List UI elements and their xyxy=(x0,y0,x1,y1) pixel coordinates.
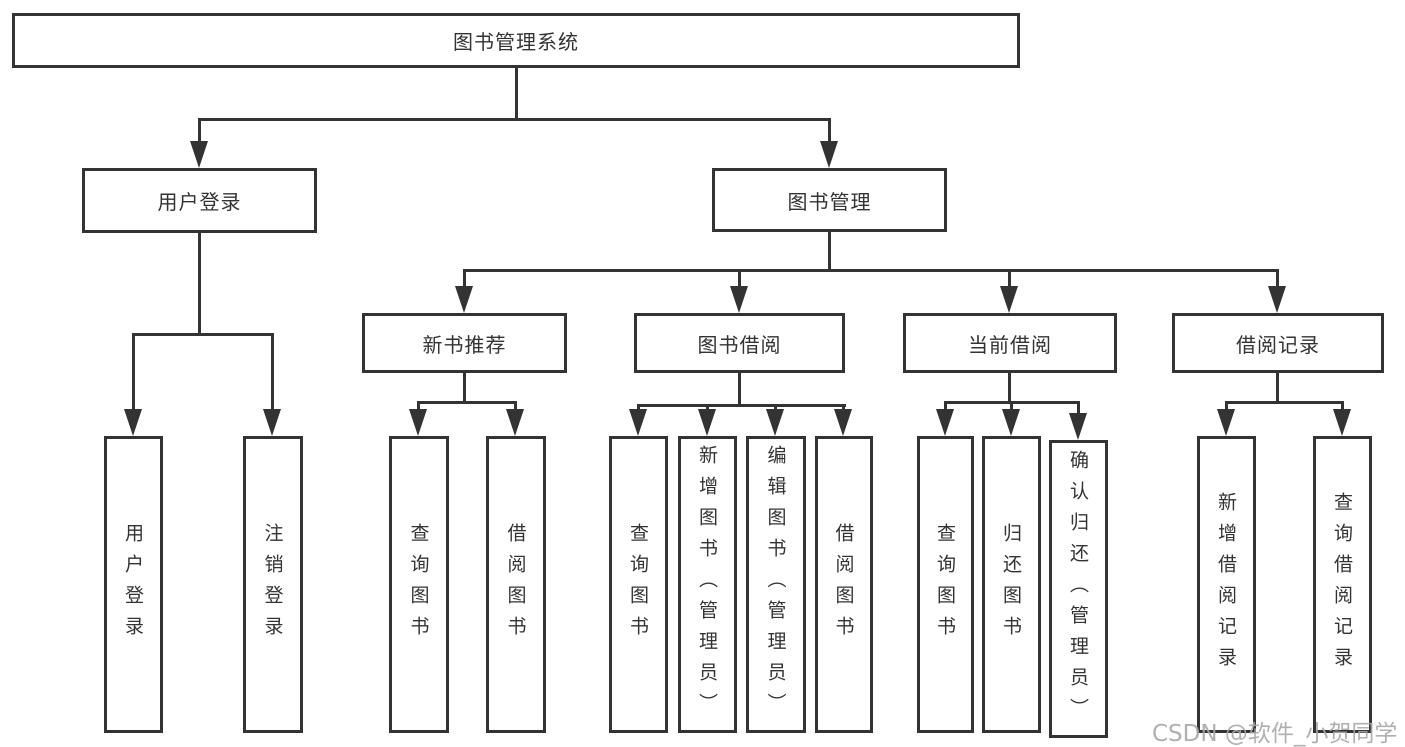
connector-segment xyxy=(944,401,947,410)
connector-segment xyxy=(463,269,466,287)
csdn-watermark: CSDN @软件_小贺同学 xyxy=(1152,721,1398,747)
node-system-root: 图书管理系统 xyxy=(12,13,1020,68)
connector-segment xyxy=(1008,373,1011,404)
leaf-label: 归还图书 xyxy=(1000,522,1022,647)
connector-segment xyxy=(774,404,777,410)
arrowhead-down-icon xyxy=(455,286,473,313)
leaf-label: 注销登录 xyxy=(261,522,284,647)
connector-segment xyxy=(1225,401,1228,410)
connector-segment xyxy=(198,118,201,142)
arrowhead-down-icon xyxy=(124,409,142,436)
node-new-book-recommend: 新书推荐 xyxy=(362,313,567,373)
leaf-label: 编辑图书（管理员） xyxy=(764,445,787,724)
leaf-logout: 注销登录 xyxy=(243,436,303,733)
leaf-label: 借阅图书 xyxy=(504,522,527,647)
leaf-label: 查询图书 xyxy=(934,522,956,647)
arrowhead-down-icon xyxy=(834,409,852,436)
node-book-borrow: 图书借阅 xyxy=(634,313,845,373)
arrowhead-down-icon xyxy=(1333,409,1351,436)
connector-segment xyxy=(1077,401,1080,413)
arrowhead-down-icon xyxy=(698,409,716,436)
arrowhead-down-icon xyxy=(766,409,784,436)
leaf-confirm-return-admin: 确认归还（管理员） xyxy=(1049,440,1108,738)
connector-segment xyxy=(1276,373,1279,404)
connector-segment xyxy=(738,373,741,407)
leaf-borrow-books: 借阅图书 xyxy=(815,436,873,733)
leaf-query-books-current: 查询图书 xyxy=(917,436,974,733)
leaf-borrow-books-recommend: 借阅图书 xyxy=(486,436,546,733)
connector-segment xyxy=(198,233,201,336)
connector-segment xyxy=(1225,401,1344,404)
arrowhead-down-icon xyxy=(1069,413,1087,440)
leaf-label: 新增借阅记录 xyxy=(1215,491,1237,678)
arrowhead-down-icon xyxy=(409,409,427,436)
leaf-user-login: 用户登录 xyxy=(104,436,163,733)
node-current-borrow: 当前借阅 xyxy=(903,313,1117,373)
leaf-edit-book-admin: 编辑图书（管理员） xyxy=(746,436,806,733)
connector-segment xyxy=(417,401,420,410)
connector-segment xyxy=(842,404,845,410)
connector-segment xyxy=(1276,269,1279,287)
leaf-query-books-borrow: 查询图书 xyxy=(609,436,668,733)
leaf-label: 用户登录 xyxy=(122,522,144,647)
arrowhead-down-icon xyxy=(1268,286,1286,313)
connector-segment xyxy=(828,118,831,142)
leaf-return-books: 归还图书 xyxy=(982,436,1041,733)
connector-segment xyxy=(637,404,640,410)
arrowhead-down-icon xyxy=(730,286,748,313)
arrowhead-down-icon xyxy=(820,141,838,168)
leaf-label: 确认归还（管理员） xyxy=(1067,449,1089,729)
connector-segment xyxy=(1341,401,1344,410)
arrowhead-down-icon xyxy=(1217,409,1235,436)
node-book-management: 图书管理 xyxy=(712,168,947,232)
leaf-add-book-admin: 新增图书（管理员） xyxy=(678,436,737,733)
connector-segment xyxy=(463,269,1279,272)
leaf-label: 查询借阅记录 xyxy=(1331,491,1353,678)
leaf-label: 查询图书 xyxy=(407,522,430,647)
node-user-login: 用户登录 xyxy=(82,168,317,233)
arrowhead-down-icon xyxy=(1002,409,1020,436)
leaf-query-borrow-record: 查询借阅记录 xyxy=(1313,436,1372,733)
arrowhead-down-icon xyxy=(1000,286,1018,313)
connector-segment xyxy=(515,68,518,121)
arrowhead-down-icon xyxy=(936,409,954,436)
connector-segment xyxy=(417,401,517,404)
connector-segment xyxy=(706,404,709,410)
arrowhead-down-icon xyxy=(190,141,208,168)
node-borrow-records: 借阅记录 xyxy=(1172,313,1384,373)
connector-segment xyxy=(828,232,831,272)
connector-segment xyxy=(463,373,466,404)
connector-segment xyxy=(738,269,741,287)
connector-segment xyxy=(637,404,846,407)
connector-segment xyxy=(1008,269,1011,287)
connector-segment xyxy=(1010,401,1013,410)
arrowhead-down-icon xyxy=(263,409,281,436)
connector-segment xyxy=(132,333,274,336)
connector-segment xyxy=(514,401,517,410)
leaf-label: 新增图书（管理员） xyxy=(696,445,718,724)
arrowhead-down-icon xyxy=(629,409,647,436)
arrowhead-down-icon xyxy=(506,409,524,436)
connector-segment xyxy=(132,333,135,410)
connector-segment xyxy=(198,118,831,121)
leaf-add-borrow-record: 新增借阅记录 xyxy=(1197,436,1256,733)
leaf-label: 借阅图书 xyxy=(832,522,855,647)
leaf-label: 查询图书 xyxy=(627,522,649,647)
leaf-query-books-recommend: 查询图书 xyxy=(389,436,449,733)
connector-segment xyxy=(271,333,274,410)
